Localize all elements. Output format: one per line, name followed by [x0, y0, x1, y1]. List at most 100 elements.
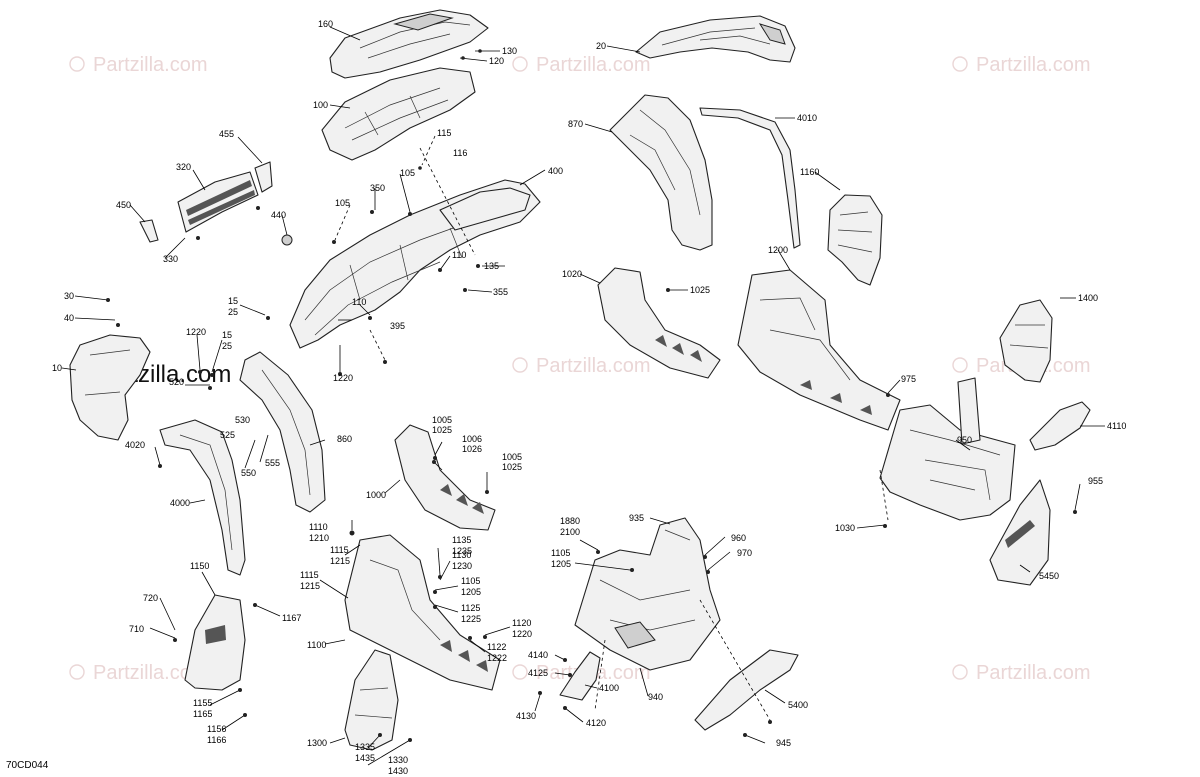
callout-1205-a: 1205 — [551, 559, 571, 569]
callout-105-upper: 105 — [400, 168, 415, 178]
part-100-dash-tray — [321, 67, 476, 161]
callout-1430: 1430 — [388, 766, 408, 776]
callout-350: 350 — [370, 183, 385, 193]
part-1160-side-panel — [827, 194, 883, 286]
part-160-top-cover — [329, 9, 489, 79]
callout-1222: 1222 — [487, 653, 507, 663]
part-935-body-panel — [574, 517, 721, 671]
part-320-grille — [177, 171, 259, 233]
callout-1230: 1230 — [452, 561, 472, 571]
part-950-seat-base — [879, 377, 1016, 521]
callout-120: 120 — [489, 56, 504, 66]
watermark-text: Partzilla.com — [976, 662, 1090, 684]
callout-15-a: 15 — [228, 296, 238, 306]
callout-1000: 1000 — [366, 490, 386, 500]
callout-970: 970 — [737, 548, 752, 558]
callout-450: 450 — [116, 200, 131, 210]
part-4110-bracket — [1029, 401, 1091, 451]
callout-455: 455 — [219, 129, 234, 139]
callout-1210: 1210 — [309, 533, 329, 543]
callout-1120: 1120 — [512, 618, 531, 628]
callout-1026: 1026 — [462, 444, 482, 454]
part-870-pillar-panel — [609, 94, 713, 251]
callout-15-b: 15 — [222, 330, 232, 340]
callout-1125: 1125 — [461, 603, 480, 613]
callout-440: 440 — [271, 210, 286, 220]
watermark-8: Partzilla.com — [952, 662, 1090, 684]
callout-950: 950 — [957, 435, 972, 445]
part-455-lens — [254, 161, 273, 193]
callout-4120: 4120 — [586, 718, 606, 728]
callout-1215-b: 1215 — [300, 581, 320, 591]
callout-2100: 2100 — [560, 527, 580, 537]
callout-116: 116 — [453, 148, 467, 158]
part-860-tunnel — [239, 351, 326, 513]
callout-945: 945 — [776, 738, 791, 748]
callout-115: 115 — [437, 128, 451, 138]
watermarks: Partzilla.com Partzilla.com Partzilla.co… — [69, 54, 1090, 684]
callout-1225: 1225 — [461, 614, 481, 624]
callout-710: 710 — [129, 624, 144, 634]
part-5450-panel — [989, 479, 1051, 586]
callout-1167: 1167 — [282, 613, 301, 623]
callout-110-lower: 110 — [352, 297, 366, 307]
callout-1880: 1880 — [560, 516, 580, 526]
watermark-4: Partzilla.com — [512, 355, 650, 377]
callout-40: 40 — [64, 313, 74, 323]
callout-105-lower: 105 — [335, 198, 350, 208]
callout-1115-a: 1115 — [330, 545, 349, 555]
part-1400-panel — [999, 299, 1053, 383]
watermark-6: Partzilla.com — [69, 662, 207, 684]
part-1020-floor-panel — [597, 267, 721, 379]
callout-520: 520 — [169, 377, 184, 387]
part-400-dashboard — [289, 179, 541, 349]
callout-30: 30 — [64, 291, 74, 301]
callout-100: 100 — [313, 100, 328, 110]
part-1150-panel — [184, 594, 246, 691]
callout-975: 975 — [901, 374, 916, 384]
callout-labels: 160 130 120 20 100 870 4010 455 115 116 … — [52, 19, 1126, 776]
callout-1200: 1200 — [768, 245, 788, 255]
callout-1105-a: 1105 — [551, 548, 570, 558]
callout-395: 395 — [390, 321, 405, 331]
callout-4110: 4110 — [1107, 421, 1126, 431]
callout-1005-b: 1005 — [502, 452, 522, 462]
watermark-text: Partzilla.com — [536, 355, 650, 377]
callout-1100: 1100 — [307, 640, 326, 650]
callout-1335: 1335 — [355, 742, 375, 752]
callout-1165: 1165 — [193, 709, 212, 719]
callout-1155: 1155 — [193, 698, 212, 708]
callout-320: 320 — [176, 162, 191, 172]
callout-330: 330 — [163, 254, 178, 264]
watermark-text: Partzilla.com — [536, 54, 650, 76]
callout-135: 135 — [484, 261, 499, 271]
callout-4100: 4100 — [599, 683, 619, 693]
callout-1205-b: 1205 — [461, 587, 481, 597]
callout-4140: 4140 — [528, 650, 548, 660]
callout-5450: 5450 — [1039, 571, 1059, 581]
callout-1105-b: 1105 — [461, 576, 480, 586]
part-450-lens — [139, 219, 159, 243]
watermark-2: Partzilla.com — [512, 54, 650, 76]
callout-130: 130 — [502, 46, 517, 56]
watermark-text: Partzilla.com — [976, 54, 1090, 76]
callout-1220-upper: 1220 — [186, 327, 206, 337]
part-20-upper-panel — [635, 15, 796, 63]
callout-4000: 4000 — [170, 498, 190, 508]
callout-355: 355 — [493, 287, 508, 297]
callout-1330: 1330 — [388, 755, 408, 765]
callout-1435: 1435 — [355, 753, 375, 763]
callout-720: 720 — [143, 593, 158, 603]
callout-4130: 4130 — [516, 711, 536, 721]
parts — [69, 9, 1091, 751]
callout-1005-a: 1005 — [432, 415, 452, 425]
callout-1220-mid: 1220 — [333, 373, 353, 383]
callout-1110: 1110 — [309, 522, 328, 532]
part-4100-bracket — [559, 651, 601, 701]
callout-110-upper: 110 — [452, 250, 466, 260]
watermark-3: Partzilla.com — [952, 54, 1090, 76]
callout-4010: 4010 — [797, 113, 817, 123]
callout-4125: 4125 — [528, 668, 548, 678]
callout-20: 20 — [596, 41, 606, 51]
